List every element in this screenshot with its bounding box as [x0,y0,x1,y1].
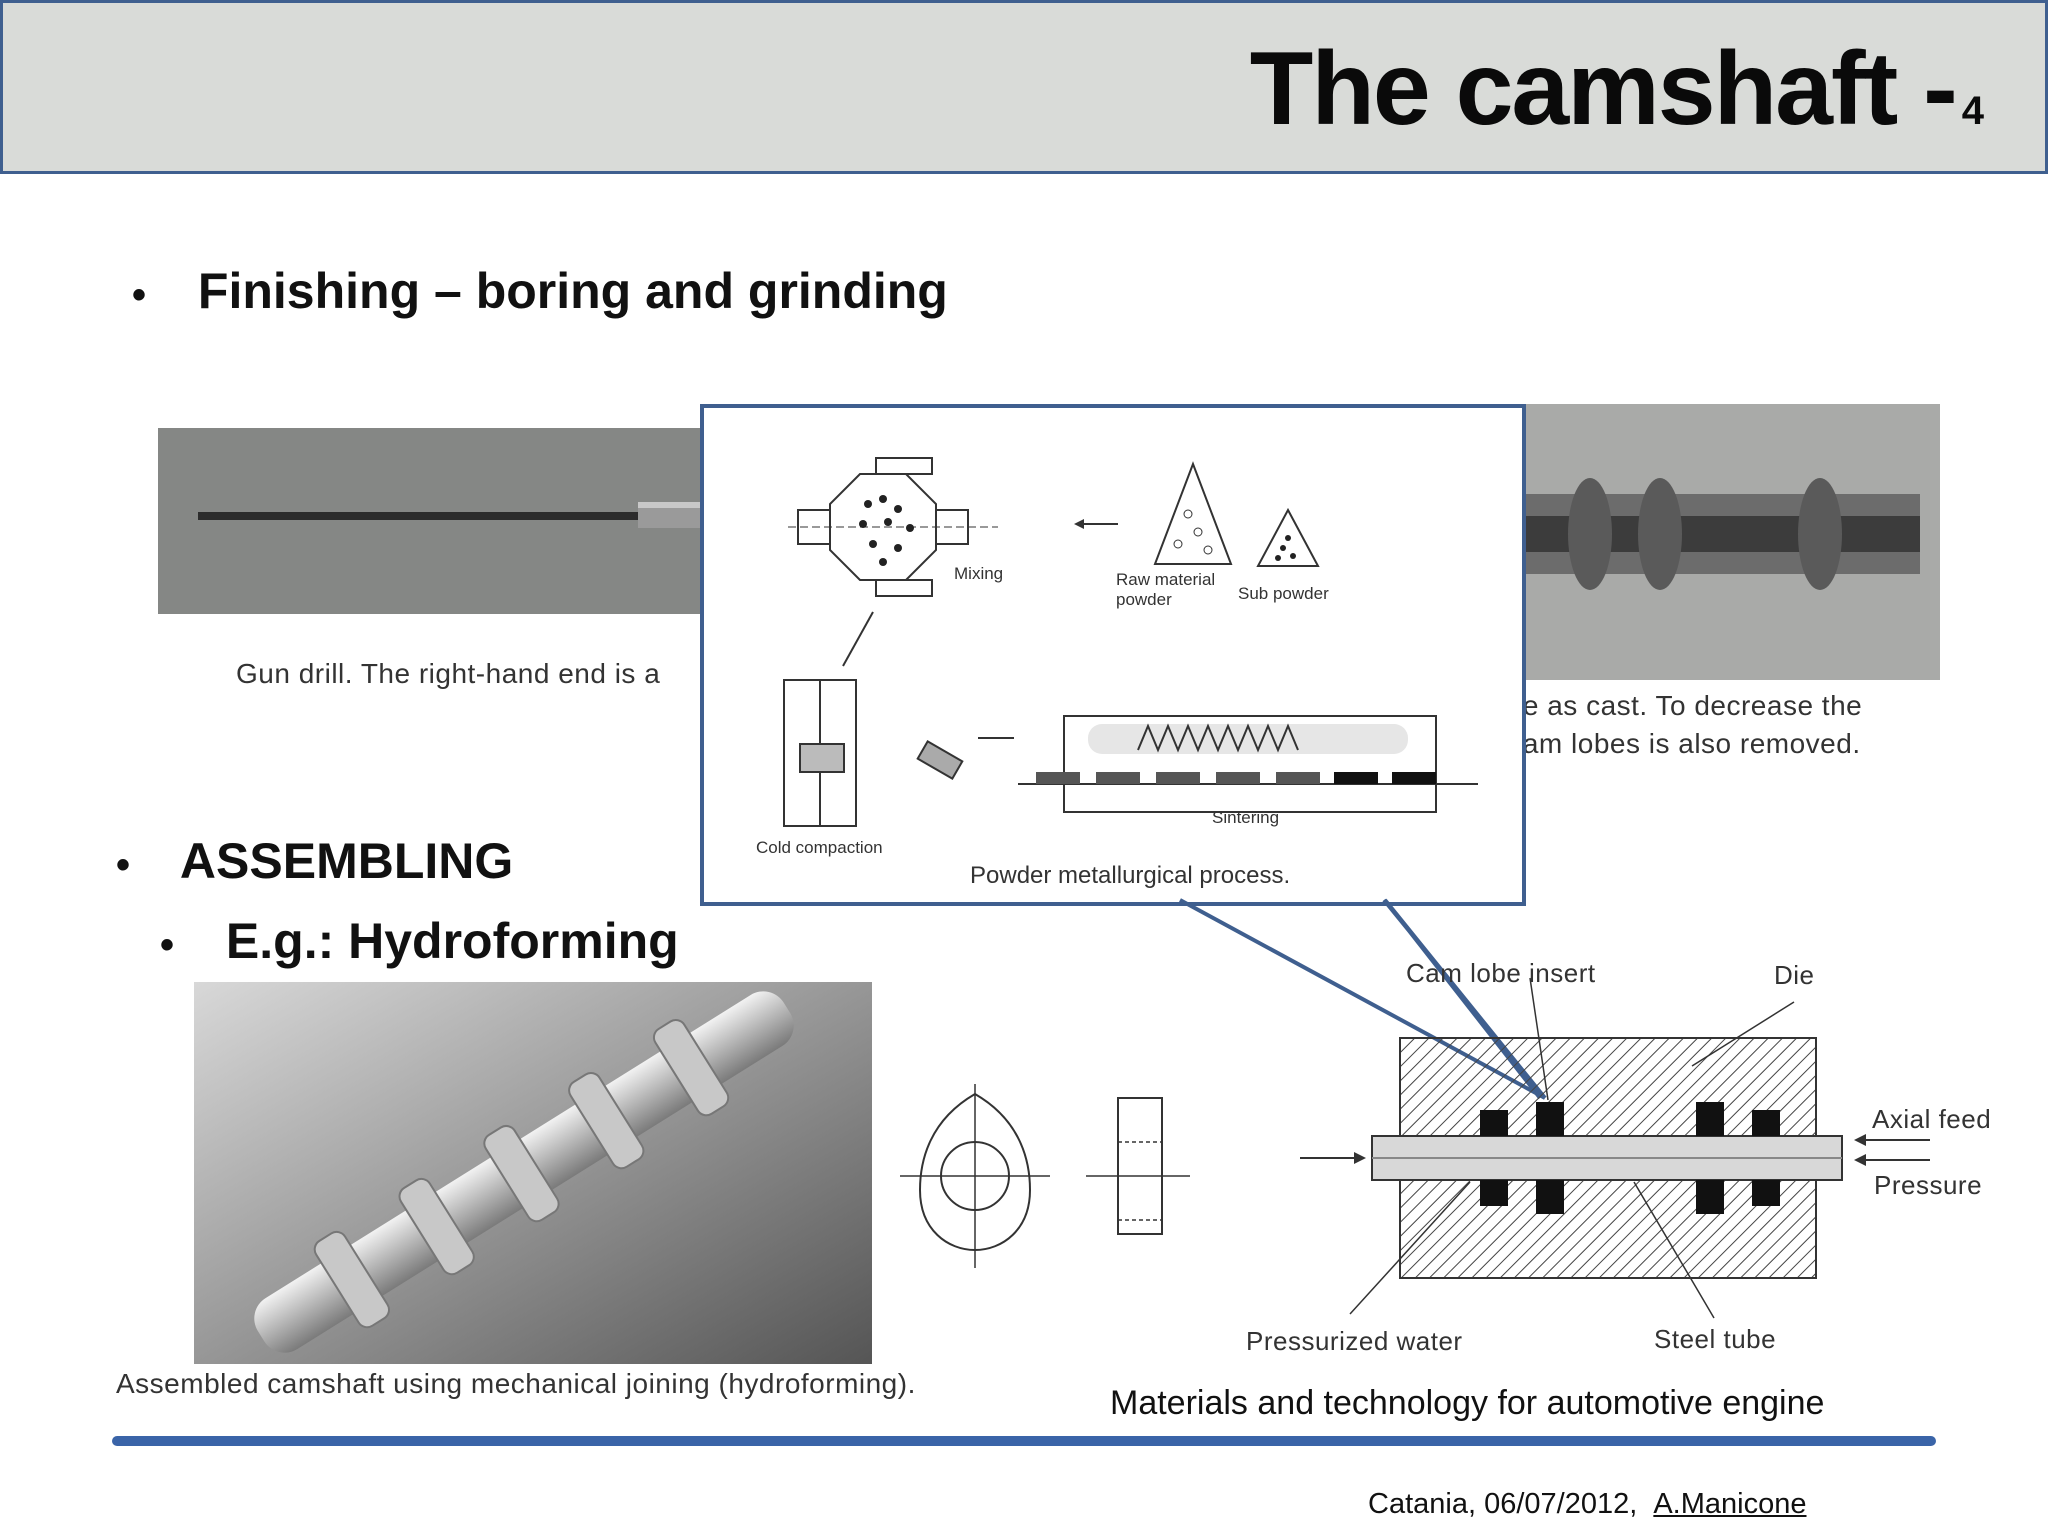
label-axial-feed: Axial feed [1872,1104,1992,1134]
bullet-finishing: • Finishing – boring and grinding [132,262,948,320]
bullet-assembling: • ASSEMBLING [116,832,513,890]
hollow-caption-line2: e cam lobes is also removed. [1484,728,1861,759]
footer-rule [112,1436,1936,1446]
book-source: Materials and technology for automotive … [1110,1384,1825,1422]
hollow-caption-line1: hole as cast. To decrease the [1484,690,1863,721]
powder-caption: Powder metallurgical process. [970,862,1291,889]
assembled-camshaft-illustration [194,982,872,1364]
label-pressure: Pressure [1874,1170,1983,1200]
label-sintering: Sintering [1212,808,1280,827]
powder-diagram: Mixing Raw material powder Sub powder Co… [738,444,1486,890]
assembled-caption: Assembled camshaft using mechanical join… [116,1368,916,1399]
bullet-dot: • [160,923,175,967]
bullet-dot: • [116,843,131,887]
bullet-finishing-text: Finishing – boring and grinding [197,263,948,319]
bullet-example: • E.g.: Hydroforming [160,912,679,970]
label-die: Die [1774,960,1815,990]
hydroforming-diagram [1300,977,1930,1319]
label-raw-material-2: powder [1116,590,1172,609]
footer-author: A.Manicone [1653,1488,1807,1520]
slide-title: The camshaft -4 [1249,30,1984,149]
label-steel-tube: Steel tube [1654,1324,1777,1354]
cam-lobe-sketch [900,1084,1190,1268]
label-sub-powder: Sub powder [1238,584,1329,603]
label-cold-compaction: Cold compaction [756,838,883,857]
label-pressurized-water: Pressurized water [1246,1326,1463,1356]
label-cam-lobe-insert: Cam lobe insert [1406,958,1596,988]
label-mixing: Mixing [954,564,1004,583]
gun-drill-caption: Gun drill. The right-hand end is a [236,658,661,689]
assembled-camshaft-photo [194,982,872,1364]
powder-diagram-drawing [783,457,1478,827]
title-bar [0,0,2048,174]
slide-number: 4 [1961,89,1984,133]
bullet-dot: • [132,273,147,317]
footer-place-date: Catania, 06/07/2012, [1368,1488,1638,1520]
footer-credit: Catania, 06/07/2012, A.Manicone [1368,1488,1807,1521]
bullet-example-text: E.g.: Hydroforming [225,913,679,969]
bullet-assembling-text: ASSEMBLING [179,833,514,889]
slide-title-text: The camshaft - [1249,31,1958,147]
label-raw-material-1: Raw material [1116,570,1216,589]
